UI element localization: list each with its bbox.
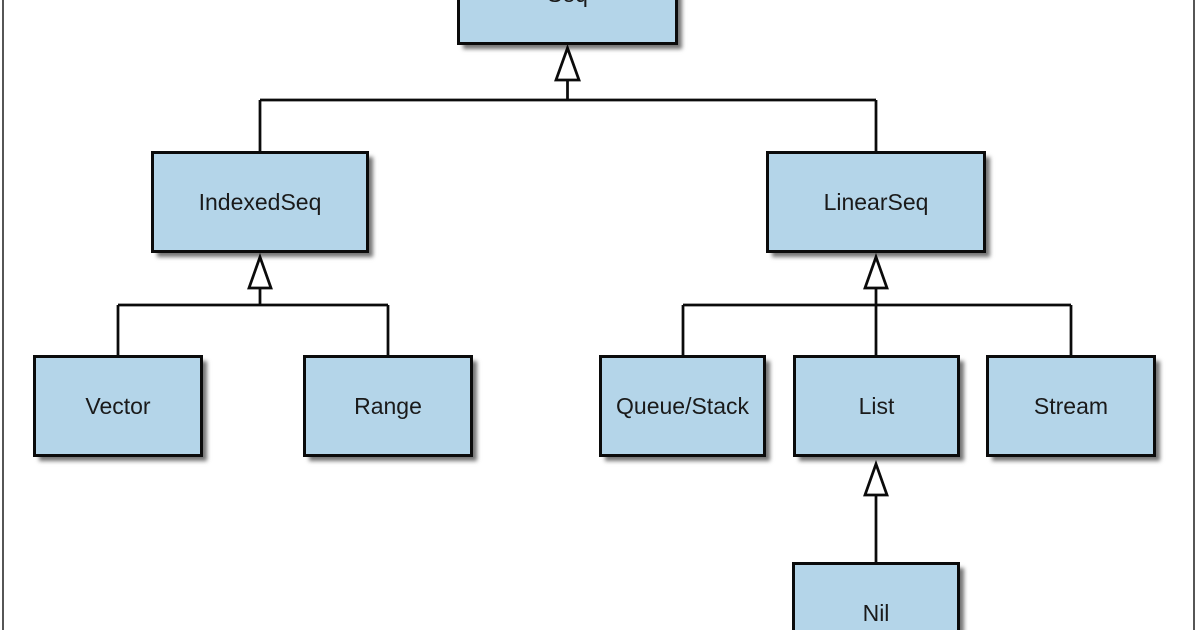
- node-range: Range: [303, 355, 473, 457]
- node-stream: Stream: [986, 355, 1156, 457]
- connector-indexedseq-children: [116, 288, 390, 355]
- node-linearseq-label: LinearSeq: [823, 188, 929, 215]
- node-linearseq: LinearSeq: [766, 151, 986, 253]
- node-indexedseq-label: IndexedSeq: [198, 188, 322, 215]
- node-nil-label: Nil: [862, 599, 890, 626]
- connector-seq-children: [258, 80, 878, 151]
- node-vector: Vector: [33, 355, 203, 457]
- node-stream-label: Stream: [1033, 392, 1109, 419]
- node-list-label: List: [858, 392, 895, 419]
- inheritance-arrowhead-seq: [554, 43, 581, 82]
- inheritance-arrowhead-list: [863, 459, 889, 497]
- node-nil: Nil: [792, 562, 960, 630]
- node-list: List: [793, 355, 960, 457]
- node-seq: Seq: [457, 0, 678, 45]
- connector-linearseq-children: [681, 288, 1073, 355]
- node-range-label: Range: [354, 392, 422, 419]
- node-queuestack-label: Queue/Stack: [616, 392, 749, 419]
- node-vector-label: Vector: [85, 392, 151, 419]
- node-indexedseq: IndexedSeq: [151, 151, 369, 253]
- page-border-right: [1193, 0, 1195, 630]
- inheritance-arrowhead-indexedseq: [247, 252, 273, 290]
- inheritance-arrowhead-linearseq: [863, 252, 889, 290]
- page-border-left: [2, 0, 4, 630]
- node-queuestack: Queue/Stack: [599, 355, 766, 457]
- node-seq-label: Seq: [547, 0, 588, 8]
